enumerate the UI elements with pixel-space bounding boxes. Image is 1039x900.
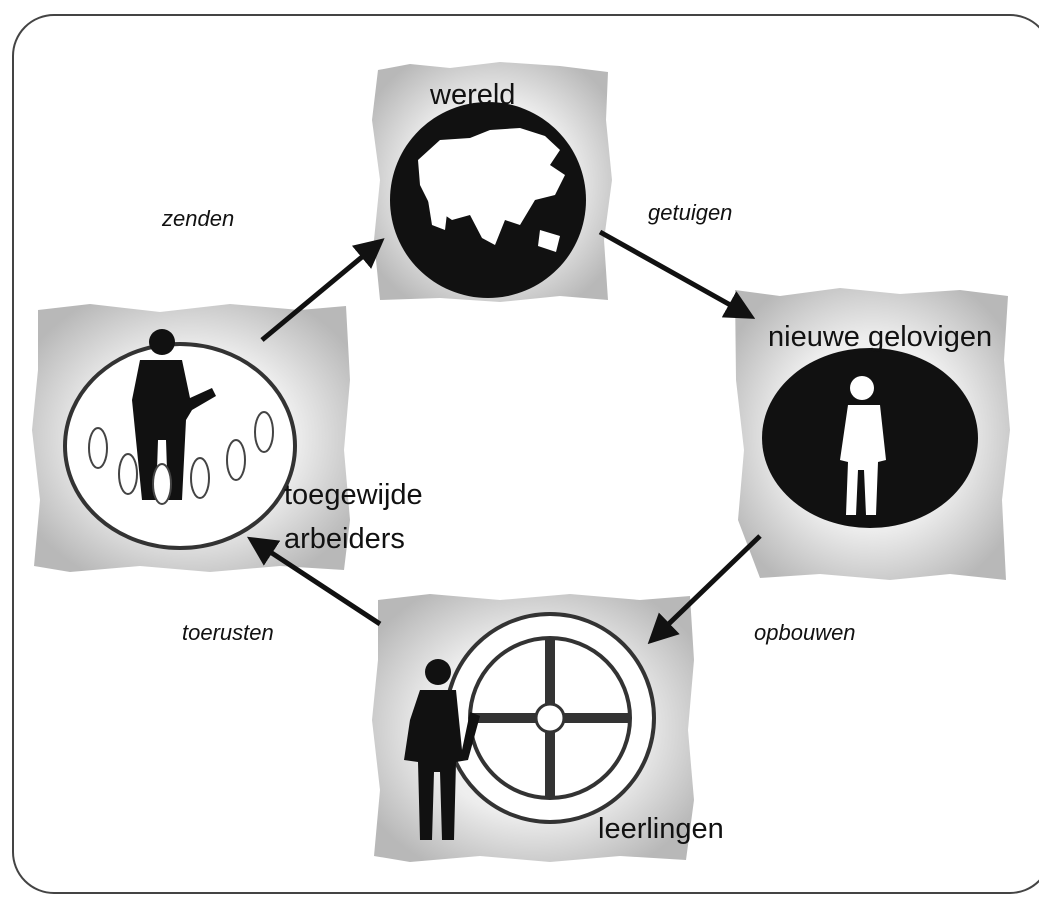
node-label-nieuwe-gelovigen: nieuwe gelovigen — [768, 321, 992, 353]
leader-with-group-icon — [63, 329, 297, 550]
arrow-opbouwen — [647, 534, 762, 645]
node-nieuwe-gelovigen: nieuwe gelovigen — [735, 288, 1010, 580]
edge-label-opbouwen: opbouwen — [754, 620, 856, 645]
edge-label-zenden: zenden — [161, 206, 234, 231]
node-label-toegewijde-line1: toegewijde — [284, 479, 423, 511]
arrow-zenden — [260, 238, 385, 342]
node-leerlingen: leerlingen — [372, 594, 724, 862]
node-label-arbeiders-line2: arbeiders — [284, 523, 405, 555]
node-toegewijde-arbeiders — [32, 304, 350, 572]
node-label-wereld: wereld — [429, 79, 515, 111]
arrow-toerusten — [246, 536, 382, 627]
edge-label-toerusten: toerusten — [182, 620, 274, 645]
edge-label-getuigen: getuigen — [648, 200, 732, 225]
node-label-leerlingen: leerlingen — [598, 813, 724, 845]
node-wereld: wereld — [372, 62, 612, 302]
teacher-with-wheel-icon — [404, 612, 656, 840]
diagram-frame — [12, 14, 1039, 894]
standing-person-icon — [762, 348, 978, 528]
globe-icon — [390, 102, 586, 298]
arrow-getuigen — [598, 229, 756, 319]
